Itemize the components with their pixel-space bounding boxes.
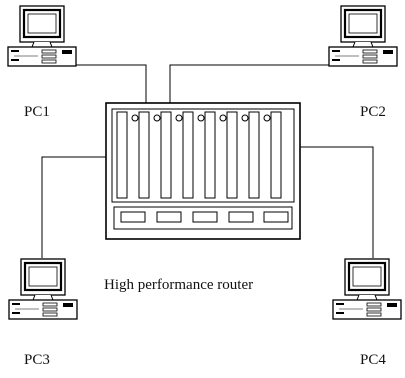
pc3-label: PC3: [24, 352, 50, 368]
pc2-label: PC2: [360, 104, 386, 120]
router-label: High performance router: [104, 277, 254, 293]
pc3-computer-icon: [7, 257, 79, 321]
pc4-computer-icon: [331, 257, 403, 321]
edge-pc3-router: [41, 156, 124, 258]
pc4-label: PC4: [360, 352, 386, 368]
pc2-computer-icon: [327, 4, 399, 68]
pc1-computer-icon: [6, 4, 78, 68]
pc1-label: PC1: [24, 104, 50, 120]
router-chassis-icon: [105, 102, 301, 240]
